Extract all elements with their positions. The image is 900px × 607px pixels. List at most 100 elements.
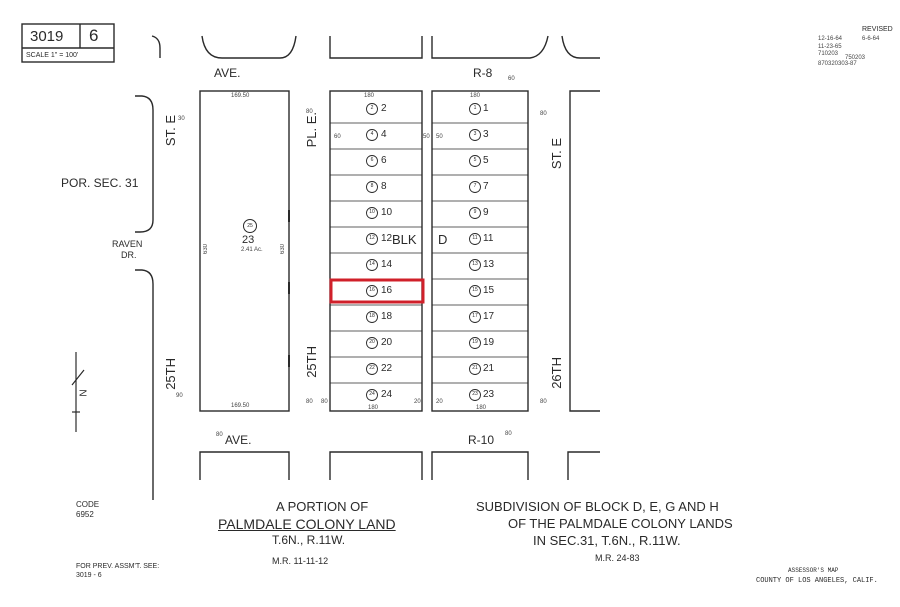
lot-circle-number: 5 (473, 157, 477, 163)
county-label: COUNTY OF LOS ANGELES, CALIF. (756, 577, 878, 585)
prev-assessment-line2: 3019 - 6 (76, 572, 102, 579)
lot-number-left[interactable]: 12 (381, 233, 393, 244)
lot-number-right[interactable]: 23 (483, 389, 495, 400)
street-ave-bottom-right: R-10 (468, 433, 495, 447)
lot-circle-number: 9 (473, 209, 477, 215)
large-parcel-dim-top: 169.50 (231, 93, 250, 99)
lot-number-right[interactable]: 21 (483, 363, 495, 374)
lot-number-right[interactable]: 1 (483, 103, 489, 114)
lot-number-right[interactable]: 13 (483, 259, 495, 270)
lot-circle (366, 129, 378, 141)
lot-circle-number: 4 (370, 131, 374, 137)
street-ave-bottom-left: AVE. (225, 433, 252, 447)
lot-number-left[interactable]: 24 (381, 389, 393, 400)
lot-circle (469, 389, 481, 401)
lot-number-left[interactable]: 16 (381, 285, 393, 296)
lot-number-right[interactable]: 11 (483, 233, 494, 244)
lot-number-right[interactable]: 19 (483, 337, 495, 348)
dim-label: 90 (176, 393, 183, 399)
lot-number-left[interactable]: 8 (381, 181, 387, 192)
lot-circle (469, 363, 481, 375)
lot-lines (330, 122, 528, 384)
left-title-line1: A PORTION OF (276, 499, 369, 514)
curb-bottom-c (431, 451, 529, 480)
assessor-map-label: ASSESSOR'S MAP (788, 567, 839, 574)
lot-number-right[interactable]: 15 (483, 285, 495, 296)
left-map-ref: M.R. 11-11-12 (272, 556, 329, 566)
street-ave-top-right: R-8 (473, 66, 493, 80)
lot-number-left[interactable]: 20 (381, 337, 393, 348)
large-parcel-number: 23 (242, 234, 255, 246)
street-middle-lower: 25TH (304, 346, 319, 378)
lot-circle (366, 259, 378, 271)
lot-number-left[interactable]: 14 (381, 259, 393, 270)
right-title-line3: IN SEC.31, T.6N., R.11W. (533, 533, 681, 548)
street-right-upper: ST. E (549, 138, 564, 170)
lot-circle (469, 285, 481, 297)
lot-circle-number: 23 (472, 391, 478, 397)
large-parcel-dim-left: 630 (203, 244, 209, 255)
block-dim-bottom-left: 180 (368, 405, 379, 411)
lot-circle-number: 17 (472, 313, 478, 319)
block-dim-bottom-right: 180 (476, 405, 487, 411)
lot-marks (366, 103, 481, 401)
lot-circle (469, 311, 481, 323)
curb-top-right (561, 35, 600, 59)
lot-circle-number: 24 (369, 391, 375, 397)
lot-circle (366, 311, 378, 323)
lot-circle (469, 103, 481, 115)
section-label: POR. SEC. 31 (61, 176, 139, 190)
curb-bottom-right (567, 451, 600, 480)
block-dim-top-right: 180 (470, 93, 481, 99)
lot-number-right[interactable]: 3 (483, 129, 489, 140)
dim-label: 20 (414, 399, 421, 405)
large-parcel-area: 2.41 Ac. (241, 247, 263, 253)
lot-number-left[interactable]: 2 (381, 103, 387, 114)
dim-label: 80 (321, 399, 328, 405)
lot-circle-number: 15 (472, 287, 478, 293)
lot-circle (366, 363, 378, 375)
curb-left-lower (135, 269, 154, 500)
revision-entry-6: 870320303-87 (818, 61, 857, 67)
lot-number-right[interactable]: 5 (483, 155, 489, 166)
dim-label: 80 (216, 432, 223, 438)
large-parcel-circle: 25 (243, 219, 257, 233)
curb-bottom-a (199, 451, 290, 480)
curb-right (569, 90, 600, 412)
block-left-half (329, 90, 423, 412)
lot-number-left[interactable]: 4 (381, 129, 387, 140)
lot-circle (366, 103, 378, 115)
lot-number-left[interactable]: 18 (381, 311, 393, 322)
north-arrow-icon (71, 352, 85, 432)
dim-label: 30 (178, 116, 185, 122)
large-parcel-dim-bottom: 169.50 (231, 403, 250, 409)
revision-entry-4: 710203 (818, 51, 839, 57)
lot-number-right[interactable]: 17 (483, 311, 495, 322)
lot-number-left[interactable]: 10 (381, 207, 393, 218)
lot-number-left[interactable]: 6 (381, 155, 387, 166)
dim-label: 80 (306, 399, 313, 405)
lot-number-left[interactable]: 22 (381, 363, 393, 374)
large-parcel-outline (199, 90, 290, 412)
code-value: 6952 (76, 510, 94, 519)
lot-number-right[interactable]: 7 (483, 181, 489, 192)
lot-circle-number: 7 (473, 183, 477, 189)
map-scale: SCALE 1" = 100' (26, 52, 79, 59)
right-map-ref: M.R. 24-83 (595, 553, 640, 563)
lot-circle (366, 337, 378, 349)
code-label: CODE (76, 500, 100, 509)
curb-left-upper (135, 95, 154, 233)
lot-circle (366, 155, 378, 167)
lot-circle (366, 207, 378, 219)
right-title-line2: OF THE PALMDALE COLONY LANDS (508, 516, 733, 531)
lot-circle (469, 207, 481, 219)
lot-number-right[interactable]: 9 (483, 207, 489, 218)
lot-circle (469, 155, 481, 167)
lot-circle (469, 129, 481, 141)
street-middle-upper: PL. E. (304, 112, 319, 148)
map-page-number: 6 (89, 26, 99, 45)
lot-circle-number: 16 (369, 287, 375, 293)
curb-top-a (201, 35, 297, 59)
